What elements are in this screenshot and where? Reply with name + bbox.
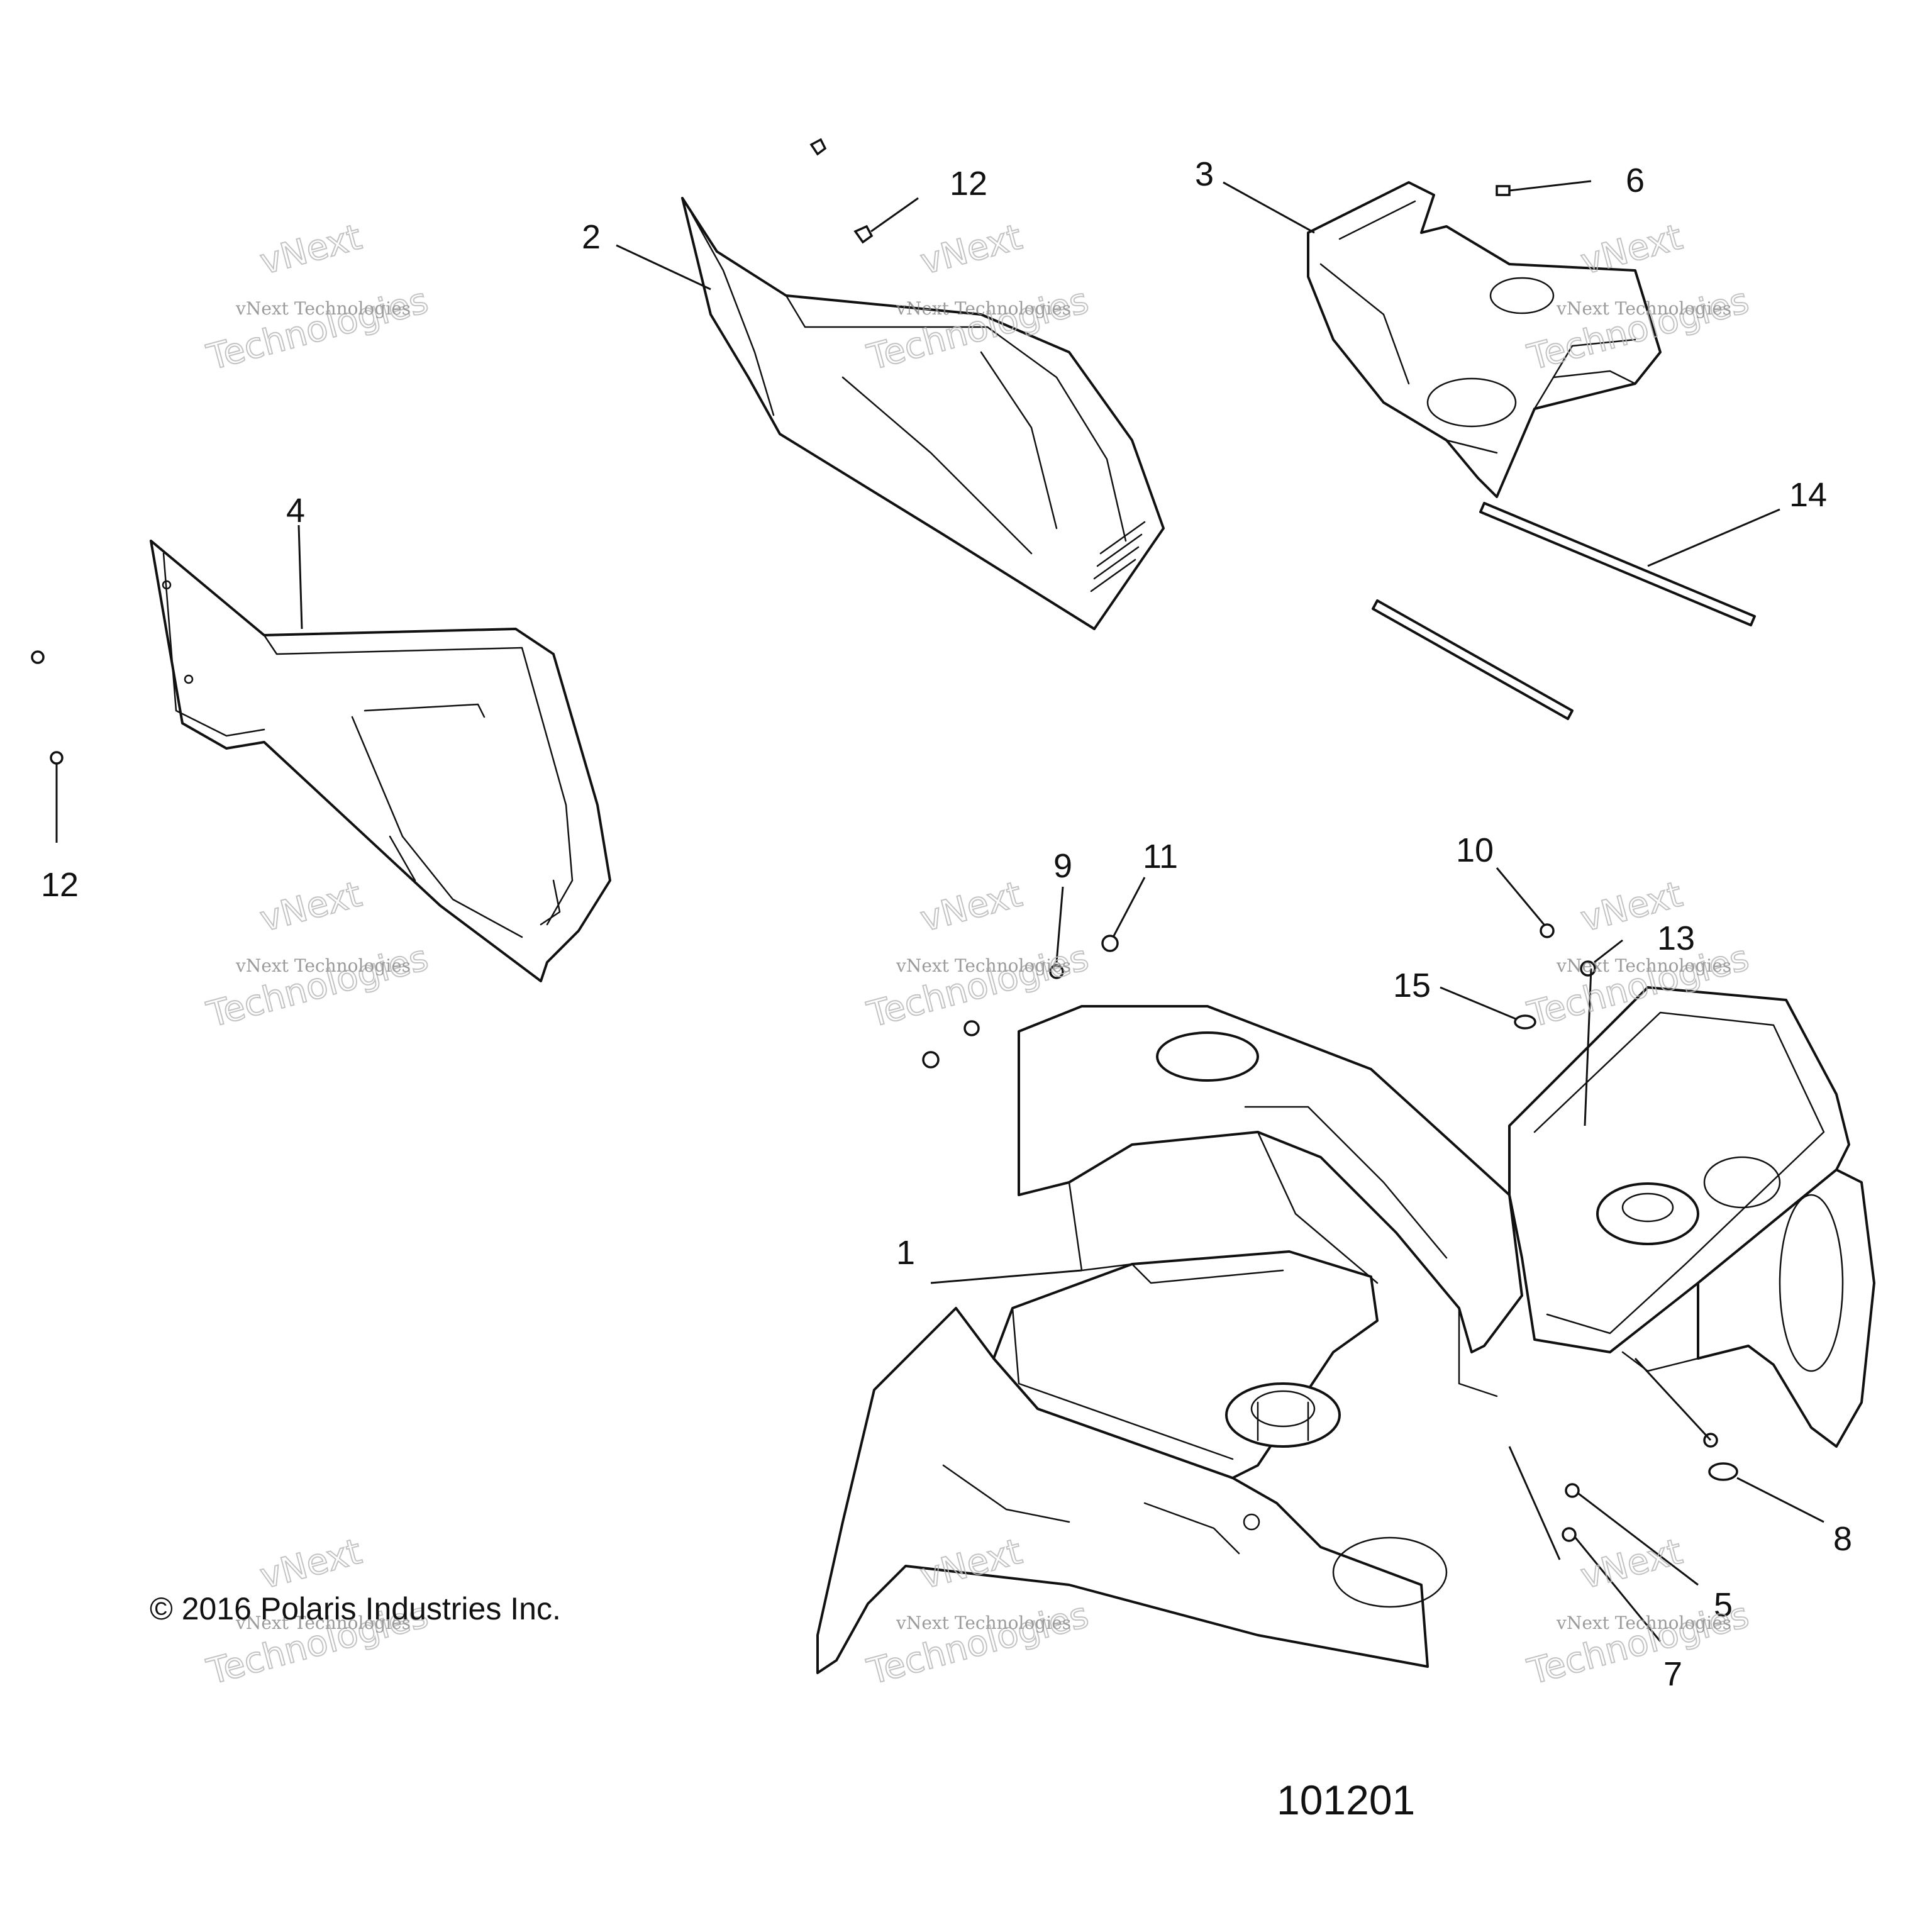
part-10-bolt [1540,923,1555,938]
part-12-clip-left-lower [50,751,64,765]
part-7-washer [1562,1527,1577,1542]
watermark-4: vNext Technologies vNext Technologies [202,874,433,1036]
callout-8: 8 [1833,1520,1852,1558]
copyright-notice: © 2016 Polaris Industries Inc. [150,1591,561,1626]
callout-11: 11 [1143,838,1178,875]
hardware-parts [31,138,1738,1542]
callout-7: 7 [1663,1655,1682,1693]
svg-text:vNext Technologies: vNext Technologies [235,955,411,976]
svg-text:vNext Technologies: vNext Technologies [896,955,1071,976]
svg-text:Technologies: Technologies [203,938,432,1036]
part-bolt-left [922,1051,940,1069]
svg-text:vNext: vNext [256,217,366,283]
callout-labels: 1 2 3 4 5 6 7 8 9 10 11 12 12 13 14 15 [41,155,1852,1693]
svg-text:vNext: vNext [1577,1531,1687,1597]
svg-text:vNext Technologies: vNext Technologies [235,1613,411,1633]
callout-12-left: 12 [41,866,79,904]
part-8-grommet [1708,1462,1738,1481]
svg-text:vNext Technologies: vNext Technologies [1556,298,1731,319]
part-1-front-fender [816,986,1875,1674]
part-2-upper-panel [681,197,1165,630]
svg-text:Technologies: Technologies [203,280,432,379]
svg-text:Technologies: Technologies [863,1595,1092,1693]
svg-text:vNext Technologies: vNext Technologies [1556,955,1731,976]
svg-text:vNext: vNext [256,1531,366,1597]
part-14-rods [1372,502,1756,720]
part-bolt-left-2 [963,1020,980,1036]
svg-text:vNext Technologies: vNext Technologies [896,298,1071,319]
svg-text:vNext: vNext [916,874,1026,940]
callout-12-top: 12 [950,165,987,203]
svg-text:vNext Technologies: vNext Technologies [896,1613,1071,1633]
callout-3: 3 [1195,155,1214,193]
callout-13: 13 [1657,919,1695,957]
part-5-bolt [1565,1483,1580,1498]
svg-text:vNext: vNext [256,874,366,940]
callout-6: 6 [1626,162,1645,199]
callout-5: 5 [1714,1586,1733,1624]
callout-15: 15 [1393,967,1431,1004]
callout-1: 1 [896,1234,915,1272]
svg-text:Technologies: Technologies [1523,1595,1753,1693]
callout-14: 14 [1789,476,1827,514]
leader-lines [55,180,1824,1642]
svg-text:vNext Technologies: vNext Technologies [1556,1613,1731,1633]
part-15-plug [1514,1014,1536,1030]
callout-9: 9 [1053,847,1072,885]
part-6-screw [1496,185,1511,196]
part-12-clip [853,225,874,244]
callout-4: 4 [286,492,305,530]
callout-10: 10 [1456,831,1494,869]
part-12-clip-top [809,138,827,156]
drawing-number: 101201 [1277,1777,1415,1823]
callout-2: 2 [582,218,601,256]
svg-text:vNext: vNext [916,217,1026,283]
part-12-clip-left-upper [31,650,45,664]
watermark-1: vNext Technologies vNext Technologies [202,216,433,379]
part-3-console [1307,181,1662,498]
part-11-nut [1101,935,1119,952]
svg-text:vNext Technologies: vNext Technologies [235,298,411,319]
part-4-side-panel [150,540,611,982]
part-9-fastener [1049,964,1064,979]
watermark-5: vNext Technologies vNext Technologies [862,874,1093,1036]
